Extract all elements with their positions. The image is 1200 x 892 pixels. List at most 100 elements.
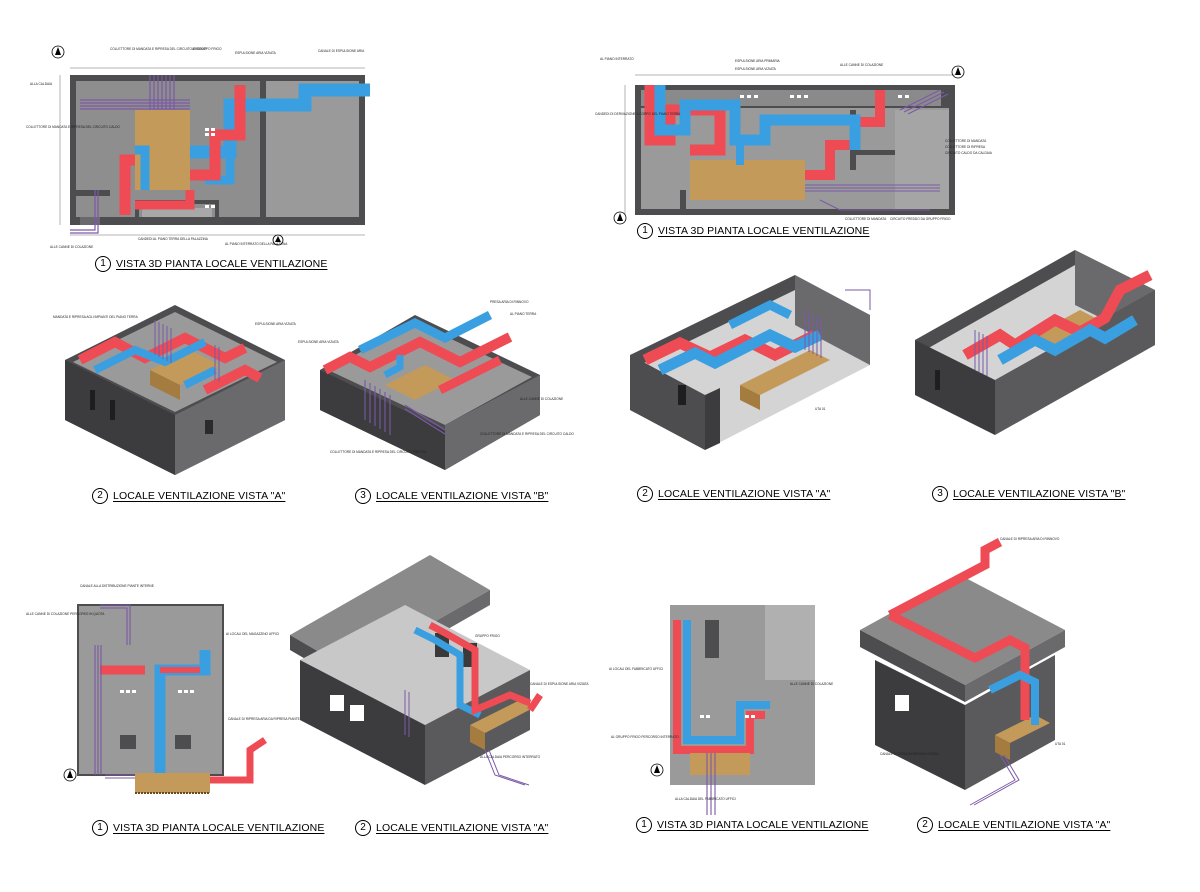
view-number: 1 <box>95 256 111 272</box>
s4-label-1: AL GRUPPO FRIGO PERCORSO INTERRATO <box>611 735 679 739</box>
s1-plan-pipes <box>70 75 190 234</box>
s2a-label-11: UTA 01 <box>815 407 826 411</box>
s1-section-marker-icon <box>272 234 284 246</box>
s2-label-4: ALLE CANNE DI COLAZIONE <box>840 63 883 67</box>
s3-plan-view: CANALE ALLA DISTRIBUZIONE PIANTE INTERNE… <box>26 575 322 815</box>
view-number: 2 <box>355 820 371 836</box>
s4-iso-view-a: CANALE DI RIPRESA ARIA DI RINNOVO CANALE… <box>850 530 1100 825</box>
s3-caption-1: 1 VISTA 3D PIANTA LOCALE VENTILAZIONE <box>92 820 324 836</box>
s3-section-marker-icon <box>63 768 77 782</box>
s2-label-0: AL PIANO INTERRATO <box>600 57 634 61</box>
s1-iso-view-a: MANDATA E RIPRESA AGLI IMPIANTI DEL PIAN… <box>53 300 297 475</box>
s1a-return-duct <box>77 332 248 365</box>
s4a-label-4: CANALE DI RIPRESA ARIA DI RINNOVO <box>1000 537 1060 541</box>
view-number: 3 <box>932 486 948 502</box>
view-title: LOCALE VENTILAZIONE VISTA "B" <box>376 490 549 502</box>
s4-label-2: ALLE CANNE DI COLAZIONE <box>790 682 833 686</box>
view-number: 3 <box>355 488 371 504</box>
view-number: 2 <box>917 817 933 833</box>
s2-label-7: CIRCUITO CALDO DA CALDAIA <box>945 151 993 155</box>
s2-iso-view-a: UTA 01 <box>620 255 890 465</box>
s1b-label-13: ALLE CANNE DI COLAZIONE <box>520 397 563 401</box>
s2-iso-view-b <box>905 220 1165 445</box>
s3-label-1: ALLE CANNE DI COLAZIONE PERCORSO IN QUOT… <box>26 612 105 616</box>
s1-label-7: AL PIANO INTERRATO DELLA PALAZZINA <box>225 242 288 246</box>
s3-label-3: CANALE DI RIPRESA ARIA DA RIPRESA PIANTE… <box>228 717 322 721</box>
s1-label-4: ALLA CALDAIA <box>30 82 53 86</box>
s1b-label-11: PRESA ARIA DI RINNOVO <box>490 300 529 304</box>
s2a-supply-duct <box>657 328 823 375</box>
s4a-supply-duct <box>988 670 1039 725</box>
s2-label-8: COLLETTORE DI MANDATA <box>845 217 887 221</box>
s1b-return-duct <box>322 332 513 375</box>
view-number: 1 <box>92 820 108 836</box>
s1b-label-15: COLLETTORE DI MANDATA E RIPRESA DEL CIRC… <box>330 450 427 454</box>
s2a-return-duct <box>642 330 818 365</box>
s3-plan-ahu <box>135 773 210 793</box>
s2-plan-supply-duct <box>654 85 861 150</box>
s1-caption-3: 3 LOCALE VENTILAZIONE VISTA "B" <box>355 488 548 504</box>
s3-caption-2: 2 LOCALE VENTILAZIONE VISTA "A" <box>355 820 548 836</box>
s1-iso-view-b: PRESA ARIA DI RINNOVO ESPULSIONE ARIA VI… <box>298 295 574 475</box>
view-title: VISTA 3D PIANTA LOCALE VENTILAZIONE <box>113 822 325 834</box>
s3-iso-view-a: GRUPPO FRIGO CANALE DI ESPULSIONE ARIA V… <box>285 545 605 805</box>
s4a-label-6: UTA 01 <box>1055 742 1066 746</box>
s2-plan-return-duct <box>644 85 726 156</box>
view-title: LOCALE VENTILAZIONE VISTA "A" <box>938 819 1111 831</box>
s3a-label-6: ALLA CALDAIA PERCORSO INTERRATO <box>480 755 541 759</box>
s2-north-arrow-icon <box>951 65 965 79</box>
view-title: LOCALE VENTILAZIONE VISTA "B" <box>953 488 1126 500</box>
s3a-label-4: GRUPPO FRIGO <box>475 634 500 638</box>
view-title: VISTA 3D PIANTA LOCALE VENTILAZIONE <box>657 819 869 831</box>
s1-label-5: COLLETTORE DI MANDATA E RIPRESA DEL CIRC… <box>26 125 120 129</box>
s3-label-2: AI LOCALI DEL MAGAZZINO UFFICI <box>226 632 279 636</box>
s2b-return-duct <box>962 270 1153 360</box>
s1b-label-14: COLLETTORE DI MANDATA E RIPRESA DEL CIRC… <box>480 432 574 436</box>
s2-label-2: ESPULSIONE ARIA PRIMARIA <box>735 59 781 63</box>
s3a-return-duct <box>428 621 532 716</box>
s4-plan-supply-duct <box>683 620 770 744</box>
view-number: 1 <box>636 817 652 833</box>
s1a-label-10: ESPULSIONE ARIA VIZIATA <box>255 322 297 326</box>
view-number: 2 <box>92 488 108 504</box>
s2-section-marker-icon <box>613 211 627 225</box>
s1-plan-diffusers <box>205 128 215 208</box>
s1-caption-1: 1 VISTA 3D PIANTA LOCALE VENTILAZIONE <box>95 256 327 272</box>
s2-plan-ahu <box>690 160 805 200</box>
view-title: VISTA 3D PIANTA LOCALE VENTILAZIONE <box>116 258 328 270</box>
s3-label-0: CANALE ALLA DISTRIBUZIONE PIANTE INTERNE <box>80 584 154 588</box>
s4-caption-2: 2 LOCALE VENTILAZIONE VISTA "A" <box>917 817 1110 833</box>
s1-plan-return-duct <box>119 154 135 215</box>
s1a-supply-duct <box>93 338 207 374</box>
s1-label-2: ESPULSIONE ARIA VIZIATA <box>235 51 277 55</box>
s3a-label-5: CANALE DI ESPULSIONE ARIA VIZIATA <box>530 682 589 686</box>
s2-label-1: CANDEDI DI DERIVAZIONE A CORPO DEL PIANO… <box>595 112 681 116</box>
s1-label-6: CANDEDI AL PIANO TERRA DELLA PALAZZINA <box>138 237 209 241</box>
s1a-label-9: MANDATA E RIPRESA AGLI IMPIANTI DEL PIAN… <box>53 315 139 319</box>
s4-plan-ahu <box>690 753 750 775</box>
view-title: LOCALE VENTILAZIONE VISTA "A" <box>113 490 286 502</box>
s4a-return-duct <box>887 538 1003 619</box>
s2-label-5: COLLETTORE DI MANDATA <box>945 139 987 143</box>
s2-label-10: CIRCUITO FREDDO DA GRUPPO FRIGO <box>890 217 951 221</box>
s1-label-1: AL GRUPPO FRIGO <box>192 47 222 51</box>
s2b-supply-duct <box>997 315 1138 365</box>
s1-plan-view: COLLETTORE DI MANDATA E RIPRESA DEL CIRC… <box>26 40 370 260</box>
s4-caption-1: 1 VISTA 3D PIANTA LOCALE VENTILAZIONE <box>636 817 868 833</box>
s2-label-3: ESPULSIONE ARIA VIZIATA <box>735 67 777 71</box>
view-number: 2 <box>637 486 653 502</box>
s2-caption-3: 3 LOCALE VENTILAZIONE VISTA "B" <box>932 486 1125 502</box>
s1-label-0: COLLETTORE DI MANDATA E RIPRESA DEL CIRC… <box>110 47 207 51</box>
s4-label-3: ALLA CALDAIA DEL FABBRICATO UFFICI <box>675 797 736 801</box>
view-title: LOCALE VENTILAZIONE VISTA "A" <box>658 488 831 500</box>
s1-label-8: ALLE CANNE DI COLAZIONE <box>50 245 93 249</box>
s2-label-6: COLLETTORE DI RIPRESA <box>945 145 986 149</box>
view-number: 1 <box>637 223 653 239</box>
s1-plan-supply-duct <box>190 83 370 159</box>
s2-caption-1: 1 VISTA 3D PIANTA LOCALE VENTILAZIONE <box>637 223 869 239</box>
view-title: LOCALE VENTILAZIONE VISTA "A" <box>376 822 549 834</box>
s4a-label-5: CANALE DI ESPULSIONE ARIA VIZIATA <box>880 752 939 756</box>
s1b-supply-duct <box>358 310 493 355</box>
view-title: VISTA 3D PIANTA LOCALE VENTILAZIONE <box>658 225 870 237</box>
s4-label-0: AI LOCALI DEL FABBRICATO UFFICI <box>609 667 663 671</box>
